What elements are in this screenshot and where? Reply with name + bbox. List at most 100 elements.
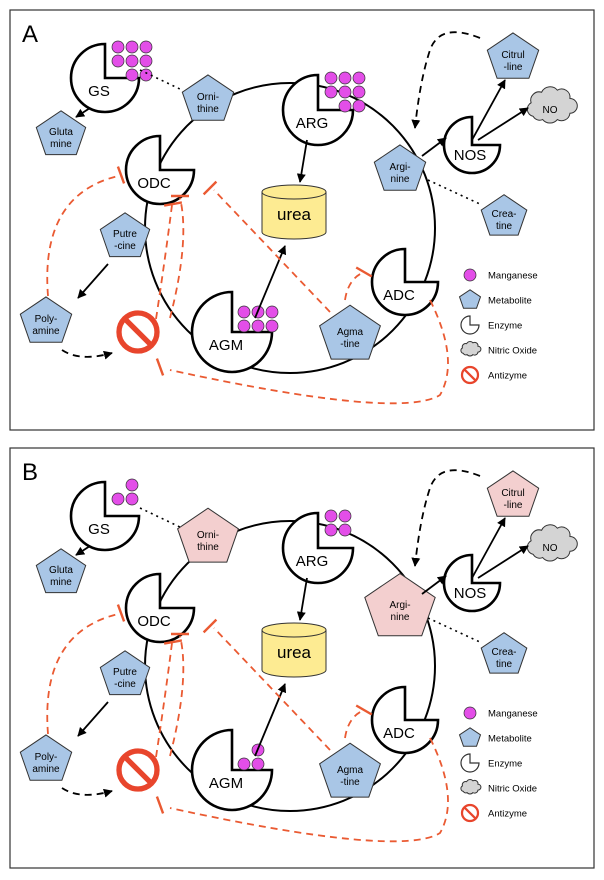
arrow-nos-no	[477, 107, 529, 141]
legend-manganese-icon	[463, 706, 477, 720]
gs-manganese-dot-3	[139, 40, 153, 54]
metabolite-creatine-label-1: Crea-	[491, 647, 516, 658]
metabolite-arginine-label-1: Argi-	[389, 600, 410, 611]
metabolite-polyamine-label-1: Poly-	[35, 314, 58, 325]
metabolite-glutamine-label-2: mine	[50, 577, 72, 588]
inhibit-agmatine-adc-bar	[355, 704, 373, 716]
inhibit-adc-antizyme	[169, 299, 449, 405]
urea-top	[261, 184, 327, 200]
gs-manganese-dot-3	[125, 492, 139, 506]
metabolite-glutamine-label-1: Gluta	[49, 565, 73, 576]
legend-label-nitric-oxide: Nitric Oxide	[488, 346, 537, 357]
legend-antizyme-icon-bar	[463, 368, 477, 382]
arrow-agm-urea	[254, 245, 287, 319]
inhibit-agmatine-odc-bar	[202, 180, 218, 196]
metabolite-citrulline-shape	[486, 32, 540, 79]
arrow-nos-no	[477, 545, 529, 579]
inhibit-antizyme-odc	[169, 635, 185, 757]
legend-label-manganese: Manganese	[488, 709, 538, 720]
inhibit-antizyme-odc	[169, 197, 185, 319]
metabolite-ornithine-shape	[177, 507, 239, 563]
metabolite-citrulline-label-2: -line	[504, 500, 523, 511]
legend-label-nitric-oxide: Nitric Oxide	[488, 784, 537, 795]
legend-label-antizyme: Antizyme	[488, 809, 527, 820]
enzyme-agm	[190, 290, 274, 374]
metabolite-putrescine-label-1: Putre	[113, 667, 137, 678]
arg-manganese-dot-8	[352, 99, 366, 113]
antizyme-symbol-bar	[122, 316, 154, 348]
enzyme-agm-label: AGM	[209, 337, 243, 354]
urea-top	[261, 622, 327, 638]
enzyme-adc-label: ADC	[383, 287, 415, 304]
legend-antizyme-icon-bar	[463, 806, 477, 820]
inhibit-agmatine-adc	[344, 710, 363, 739]
metabolite-citrulline-shape	[486, 470, 540, 517]
metabolite-ornithine-label-2: thine	[197, 542, 219, 553]
arrow-agm-urea	[254, 683, 287, 757]
inhibit-adc-antizyme	[169, 737, 449, 843]
metabolite-citrulline-label-1: Citrul	[501, 488, 524, 499]
metabolite-polyamine-shape	[19, 296, 73, 343]
metabolite-creatine-label-1: Crea-	[491, 209, 516, 220]
enzyme-arg-label: ARG	[296, 115, 329, 132]
legend-label-metabolite: Metabolite	[488, 296, 532, 307]
metabolite-agmatine-shape	[319, 742, 381, 798]
gs-manganese-dot-1	[111, 40, 125, 54]
arg-manganese-dot-7	[338, 99, 352, 113]
gs-manganese-dot-2	[125, 40, 139, 54]
metabolite-glutamine-label-1: Gluta	[49, 127, 73, 138]
legend-metabolite-icon	[458, 289, 482, 309]
urea-body	[261, 192, 327, 240]
inhibit-antizyme-odc-2	[155, 642, 173, 758]
inhibit-antizyme-odc-2-bar	[163, 201, 183, 207]
arg-manganese-dot-5	[338, 85, 352, 99]
enzyme-gs-label: GS	[88, 83, 110, 100]
arrow-polyamine-antizyme	[61, 787, 113, 798]
inhibit-antizyme-odc-2	[155, 204, 173, 320]
arrow-gs-glutamine	[75, 545, 91, 556]
enzyme-gs-label: GS	[88, 521, 110, 538]
inhibit-adc-antizyme-bar	[155, 796, 165, 814]
agm-manganese-dot-3	[251, 757, 265, 771]
dotted-gs-ornithine	[139, 507, 183, 529]
urea-label: urea	[277, 643, 312, 662]
metabolite-putrescine-shape	[99, 650, 151, 696]
arg-manganese-dot-6	[352, 85, 366, 99]
arg-manganese-dot-1	[324, 509, 338, 523]
urea-label: urea	[277, 205, 312, 224]
legend-label-manganese: Manganese	[488, 271, 538, 282]
metabolite-putrescine-label-2: -cine	[114, 241, 136, 252]
enzyme-gs	[69, 42, 141, 114]
gs-manganese-dot-4	[111, 54, 125, 68]
legend-enzyme-icon	[460, 753, 480, 773]
metabolite-polyamine-label-1: Poly-	[35, 752, 58, 763]
legend-label-enzyme: Enzyme	[488, 321, 522, 332]
enzyme-odc-label: ODC	[137, 613, 171, 630]
panel-label: A	[22, 21, 38, 48]
inhibit-agmatine-odc	[213, 627, 331, 751]
metabolite-polyamine-label-2: amine	[32, 326, 60, 337]
urea-body	[261, 630, 327, 678]
agm-manganese-dot-6	[265, 319, 279, 333]
arg-manganese-dot-2	[338, 509, 352, 523]
inhibit-polyamine-odc	[46, 613, 119, 735]
metabolite-agmatine-label-1: Agma	[337, 327, 364, 338]
legend-nitric-oxide-icon	[460, 779, 482, 795]
enzyme-odc-label: ODC	[137, 175, 171, 192]
metabolite-arginine-label-2: nine	[391, 612, 410, 623]
metabolite-creatine-shape	[480, 632, 528, 674]
arrow-putrescine-polyamine	[77, 263, 109, 299]
agm-manganese-dot-3	[265, 305, 279, 319]
enzyme-agm-label: AGM	[209, 775, 243, 792]
dotted-gs-ornithine	[139, 69, 183, 91]
metabolite-agmatine-label-2: -tine	[340, 777, 360, 788]
metabolite-creatine-label-2: tine	[496, 221, 513, 232]
metabolite-glutamine-shape	[35, 110, 87, 156]
metabolite-agmatine-shape	[319, 304, 381, 360]
nitric-oxide-cloud	[526, 524, 578, 562]
gs-manganese-dot-5	[125, 54, 139, 68]
enzyme-agm	[190, 728, 274, 812]
inhibit-polyamine-odc-bar	[116, 166, 126, 184]
